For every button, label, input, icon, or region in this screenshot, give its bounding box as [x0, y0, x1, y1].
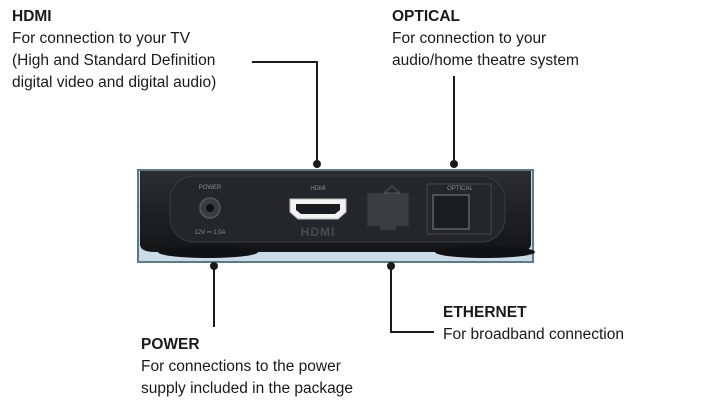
left-foot: [158, 246, 258, 258]
optical-port: [432, 194, 470, 230]
power-callout: POWER For connections to the power suppl…: [141, 334, 353, 400]
optical-title: OPTICAL: [392, 8, 461, 25]
power-jack-pin: [206, 204, 214, 212]
optical-callout: OPTICAL For connection to your audio/hom…: [392, 6, 579, 72]
hdmi-description: For connection to your TV (High and Stan…: [12, 30, 217, 91]
optical-port-label: OPTICAL: [447, 186, 473, 192]
hdmi-logo: HDMI: [301, 225, 336, 239]
ethernet-callout: ETHERNET For broadband connection: [443, 302, 624, 346]
power-title: POWER: [141, 336, 200, 353]
hdmi-title: HDMI: [12, 8, 52, 25]
optical-leader-dot: [450, 160, 458, 168]
ethernet-port: [366, 192, 410, 231]
optical-port-surround: [426, 183, 492, 235]
ethernet-description: For broadband connection: [443, 326, 624, 343]
ethernet-leader-dot: [387, 262, 395, 270]
hdmi-port-opening: [296, 204, 340, 214]
power-port-label: POWER: [199, 185, 222, 191]
ethernet-port-symbol: [382, 185, 402, 194]
hdmi-port-label: HDMI: [310, 186, 326, 192]
optical-description: For connection to your audio/home theatr…: [392, 30, 579, 69]
power-description: For connections to the power supply incl…: [141, 358, 353, 397]
hdmi-callout: HDMI For connection to your TV (High and…: [12, 6, 216, 94]
ethernet-leader-line: [390, 266, 434, 333]
hdmi-leader-dot: [313, 160, 321, 168]
right-foot: [435, 246, 535, 258]
hdmi-leader-line: [252, 61, 318, 164]
power-leader-dot: [210, 262, 218, 270]
power-rating: 12V ⎓ 1.0A: [194, 230, 225, 236]
ethernet-title: ETHERNET: [443, 304, 527, 321]
